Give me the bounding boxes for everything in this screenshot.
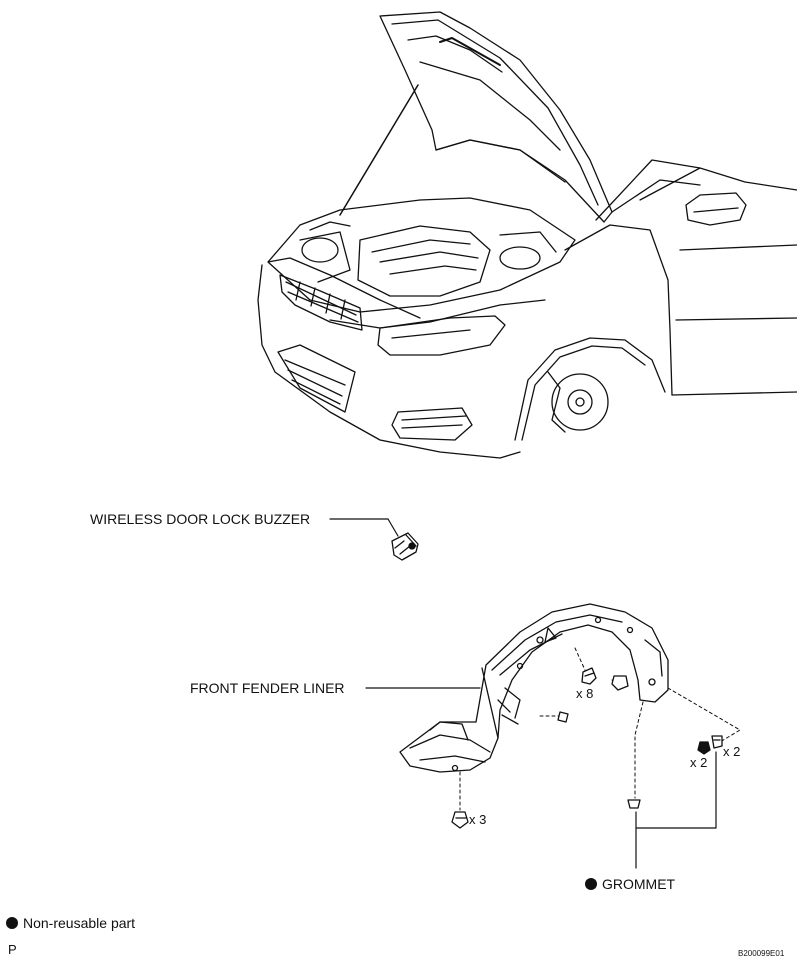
headlight [377,315,506,356]
qty-x2-left: x 2 [690,755,708,770]
wireless-door-lock-buzzer [329,518,419,561]
front-bumper [257,264,521,459]
footer-code: P [8,942,17,957]
legend-non-reusable: Non-reusable part [6,915,135,931]
vehicle-illustration [257,11,797,459]
clip-x8 [581,667,597,685]
side-mirror [685,192,747,226]
qty-x3: x 3 [469,812,487,827]
buzzer-label: WIRELESS DOOR LOCK BUZZER [90,511,311,527]
legend-text: Non-reusable part [23,915,136,931]
wheel-arch [514,337,666,441]
screw-x2-right [711,735,723,749]
legend-marker [6,917,18,929]
fender-liner-label: FRONT FENDER LINER [190,680,345,696]
qty-x2-right: x 2 [723,744,741,759]
open-hood [379,11,613,223]
grommet-part [627,799,641,809]
engine-block [357,225,491,297]
clip-liner-edge [611,675,629,691]
clip-center [557,711,569,723]
grommet-label: GROMMET [585,876,675,892]
screw-x2-left [697,741,711,755]
figure-id: B200099E01 [738,949,785,958]
upper-grille [279,274,363,331]
brake-rotor [551,373,609,431]
screw-x3 [451,811,469,829]
non-reusable-marker [585,878,597,890]
fog-lamp [391,407,473,441]
grommet-text: GROMMET [602,876,676,892]
qty-x8: x 8 [576,686,594,701]
front-fender-liner [365,603,669,773]
grommet-leader [635,751,717,829]
